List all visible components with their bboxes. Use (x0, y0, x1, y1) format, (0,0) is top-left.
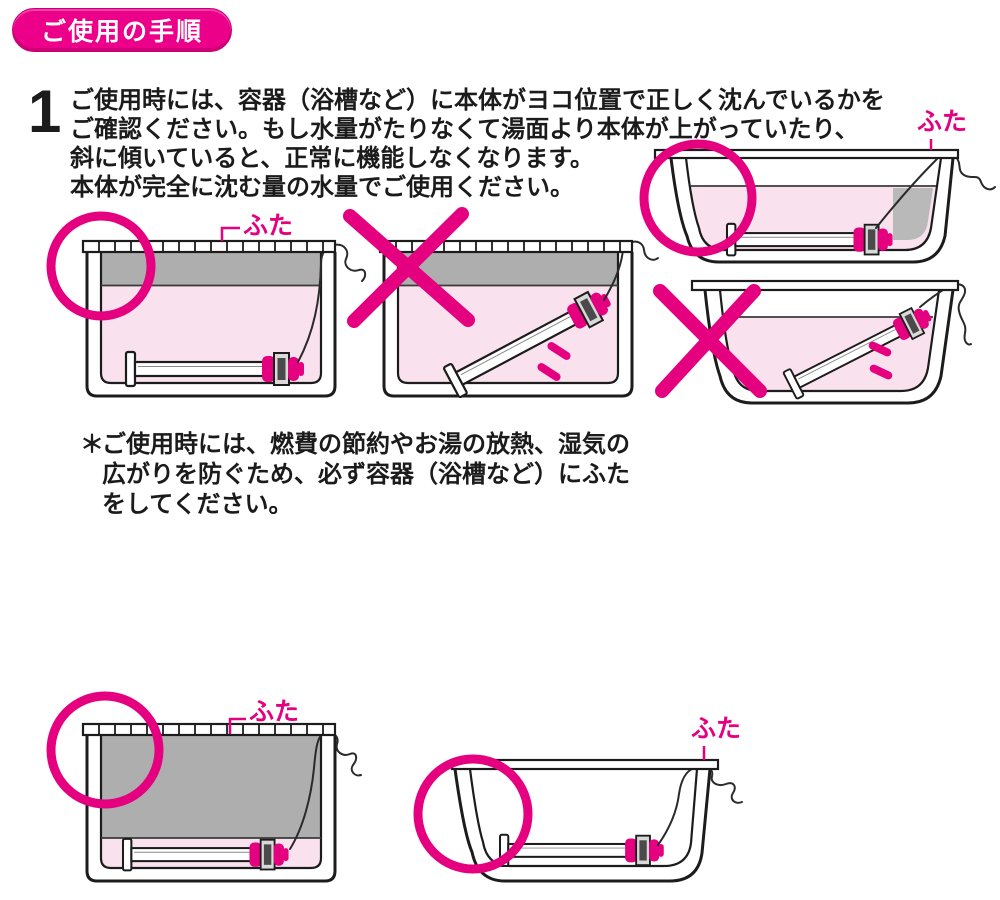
lid-label-bottom-right: ふた (691, 715, 742, 743)
diagram-bathtub-horizontal-correct (639, 139, 996, 264)
power-cord (603, 240, 659, 301)
water-fill (101, 735, 321, 868)
diagram-bathtub-tilted-wrong (653, 279, 972, 405)
lid (81, 239, 337, 254)
highlight-circle-icon (46, 691, 164, 809)
section-header-label: ご使用の手順 (40, 18, 203, 46)
power-cord (657, 765, 743, 846)
note-line: をしてください。 (102, 491, 293, 518)
step-number: 1 (28, 78, 62, 145)
diagram-tub-covered-lowwater (46, 691, 362, 883)
note-text: ご使用時には、燃費の節約やお湯の放熱、湿気の (102, 431, 630, 458)
lid-label-bottom-left: ふた (249, 698, 300, 726)
lid (690, 279, 960, 292)
cross-mark-icon (653, 284, 767, 398)
step-line: ご使用時には、容器（浴槽など）に本体がヨコ位置で正しく沈んでいるかを (70, 87, 885, 114)
diagram-tub-horizontal-correct (46, 211, 367, 398)
motion-dash-icon (869, 364, 893, 380)
diagram-bathtub-covered-empty (413, 746, 743, 883)
lid-pointer (228, 717, 246, 734)
lid-label-top-left: ふた (243, 212, 294, 240)
motion-dash-icon (868, 341, 892, 357)
motion-dash-icon (537, 363, 561, 381)
highlight-circle-icon (46, 211, 156, 321)
lid-label-top-right: ふた (917, 108, 968, 136)
highlight-circle-icon (639, 139, 757, 257)
step-line: 本体が完全に沈む量の水量でご使用ください。 (70, 174, 574, 201)
power-cord (289, 731, 362, 850)
motion-dash-icon (547, 342, 571, 360)
step-instructions: ご使用時には、容器（浴槽など）に本体がヨコ位置で正しく沈んでいるかを ご確認くだ… (70, 86, 990, 202)
power-cord (875, 152, 996, 229)
step-line: ご確認ください。もし水量がたりなくて湯面より本体が上がっていたり、 (70, 116, 859, 143)
highlight-circle-icon (413, 754, 533, 874)
section-header-badge: ご使用の手順 (12, 8, 232, 52)
cross-mark-icon (343, 207, 475, 328)
lid-pointer (220, 226, 240, 241)
power-cord (297, 243, 367, 363)
usage-note: ＊ご使用時には、燃費の節約やお湯の放熱、湿気の 広がりを防ぐため、必ず容器（浴槽… (80, 430, 680, 520)
note-line: 広がりを防ぐため、必ず容器（浴槽など）にふた (102, 461, 630, 488)
asterisk-marker: ＊ (80, 431, 104, 458)
lid (81, 722, 337, 737)
diagram-tub-tilted-wrong (343, 207, 659, 399)
lid (653, 148, 960, 160)
note-line: ＊ご使用時には、燃費の節約やお湯の放熱、湿気の (80, 430, 680, 460)
step-line: 斜に傾いていると、正常に機能しなくなります。 (70, 145, 594, 172)
